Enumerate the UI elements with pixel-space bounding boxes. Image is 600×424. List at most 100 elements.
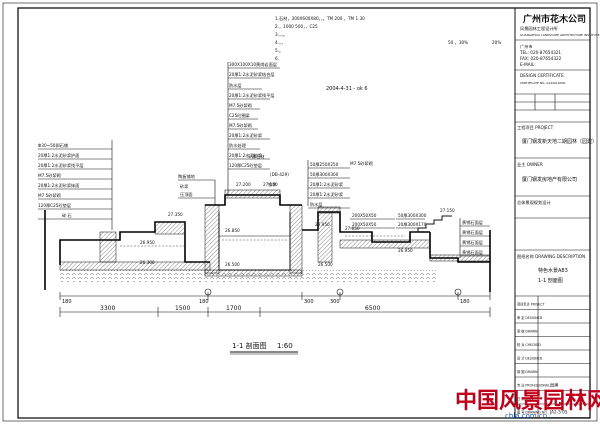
center-callouts: 300X100X10黄岗岩面层 20厚1:2水泥砂浆结合层 防水层 20厚1:2… [227,61,280,195]
svg-text:陶板铺地: 陶板铺地 [178,173,196,180]
dimension-line-top: 180 180 300 300 180 [59,292,491,305]
svg-text:3.，，。: 3.，，。 [275,32,287,38]
svg-text:1-1 剖面图: 1-1 剖面图 [232,341,267,350]
right-callouts: 50厚250X250 50厚300X300 20厚1:2水泥砂浆 20厚1:2水… [307,160,427,229]
svg-text:中国风景园林网: 中国风景园林网 [455,388,600,414]
svg-text:广州市: 广州市 [520,43,533,50]
svg-text:TEL: 020-87654321: TEL: 020-87654321 [519,50,561,55]
svg-text:M7.5砂浆砌: M7.5砂浆砌 [350,160,373,167]
svg-text:20厚300X170: 20厚300X170 [398,222,427,228]
svg-text:20厚1:2水泥砂浆找平层: 20厚1:2水泥砂浆找平层 [38,162,84,169]
owner-name: 厦门钢发房地产有限公司 [522,176,577,183]
svg-text:26.950: 26.950 [315,222,330,227]
revision-stamp: 2004-4-31 - ok 6 [326,86,368,92]
svg-text:27.050: 27.050 [345,226,360,231]
svg-text:200X50X50: 200X50X50 [352,213,377,218]
svg-text:CERTIFICATE NO. A244010000: CERTIFICATE NO. A244010000 [520,81,565,85]
title-block-row-value: JA2-5 05 [549,410,568,415]
company-name: 广州市花木公司 [523,13,586,25]
left-callouts: Φ30~50卵石铺 20厚1:2水泥砂浆护面 20厚1:2水泥砂浆找平层 M7.… [38,140,113,230]
svg-text:26.950: 26.950 [140,240,155,245]
title-block-row-label: 审 定 DESIGNED [517,315,543,320]
svg-text:黄锈石面层: 黄锈石面层 [462,239,483,246]
project-name: 厦门钢发新天地二期园林（园建） [522,138,597,145]
title-block-row-label: 制 图 DRAWN [517,369,538,374]
svg-text:27.200: 27.200 [236,182,251,187]
svg-text:20厚1:2水泥砂浆: 20厚1:2水泥砂浆 [310,181,344,188]
title-block-row-label: 项目负责 PROJECT [517,302,545,307]
svg-text:黄锈石面层: 黄锈石面层 [462,229,483,236]
svg-text:26.500: 26.500 [318,262,333,267]
svg-text:防水处理: 防水处理 [229,142,247,149]
svg-text:Φ30~50卵石铺: Φ30~50卵石铺 [38,142,68,149]
svg-text:1:60: 1:60 [277,342,293,350]
svg-text:GUANGZHOU LANDSCAPE ARCHITECTU: GUANGZHOU LANDSCAPE ARCHITECTURE INSTITU… [520,33,600,37]
title-block-row-label: 审 核 DRAWN [517,329,538,334]
svg-text:2.，1000 500，，C25: 2.，1000 500，，C25 [275,24,318,30]
svg-text:总体景观规划设计: 总体景观规划设计 [517,199,551,206]
title-block-row-label: 日 期 DATE [517,396,534,401]
svg-text:20厚1:2水泥砂浆: 20厚1:2水泥砂浆 [310,191,344,198]
svg-text:M7.5砂浆砌: M7.5砂浆砌 [38,172,61,179]
svg-text:5.。: 5.。 [275,48,283,53]
svg-text:FAX: 020-87654322: FAX: 020-87654322 [520,56,562,61]
svg-text:C25砼圈梁: C25砼圈梁 [229,112,251,119]
elevation-labels: 27.350 27.200 27.150 26.850 26.950 26.30… [140,182,455,267]
svg-text:27.350: 27.350 [168,212,183,217]
svg-text:26.950: 26.950 [398,248,413,253]
title-block-row-value: 园建 [550,382,559,389]
svg-text:4.，，: 4.，， [275,40,285,46]
svg-text:50厚300X300: 50厚300X300 [398,213,427,219]
svg-text:120厚C25砼垫层: 120厚C25砼垫层 [38,202,71,209]
title-block: 广州市花木公司 风景园林工程设计所 GUANGZHOU LANDSCAPE AR… [514,8,600,418]
svg-text:180: 180 [62,299,72,305]
svg-text:6.: 6. [275,56,279,61]
svg-text:180: 180 [460,299,470,305]
svg-text:6500: 6500 [365,305,380,312]
svg-text:防水层: 防水层 [229,82,242,89]
svg-text:26.500: 26.500 [225,262,240,267]
svg-text:DESIGN CERTIFICATE: DESIGN CERTIFICATE [520,73,564,78]
section-profile [44,189,491,296]
svg-text:200X50X50: 200X50X50 [352,222,377,227]
svg-text:风景园林工程设计所: 风景园林工程设计所 [520,25,558,32]
svg-text:砂浆: 砂浆 [180,183,189,190]
svg-text:E-MAIL:: E-MAIL: [520,62,536,67]
svg-text:20厚1:2水泥砂浆结合层: 20厚1:2水泥砂浆结合层 [229,71,275,78]
svg-text:300: 300 [304,299,314,305]
title-block-row-label: 设 计 DESIGNED [517,356,543,361]
svg-text:1500: 1500 [175,305,190,312]
svg-text:27.150: 27.150 [440,208,455,213]
svg-text:1.石材，300X600X80，，。TM 200 ，TM 1: 1.石材，300X600X80，，。TM 200 ，TM 1 30 [275,15,365,22]
svg-text:(DB-429): (DB-429) [270,172,289,177]
svg-text:黄锈石面层: 黄锈石面层 [462,219,483,226]
svg-text:图纸名称 DRAWING DESCRIPTION: 图纸名称 DRAWING DESCRIPTION [517,253,585,260]
svg-text:1700: 1700 [226,305,241,312]
svg-text:铁件: 铁件 [268,181,276,188]
svg-text:20厚1:2水泥砂浆找平层: 20厚1:2水泥砂浆找平层 [229,92,275,99]
svg-text:3 厚石材: 3 厚石材 [248,153,265,160]
svg-text:1-1 剖面图: 1-1 剖面图 [538,277,563,284]
watermark: 中国风景园林网 chla.com.cn [455,388,600,420]
svg-text:压顶面: 压顶面 [180,192,193,198]
svg-text:碎 石: 碎 石 [62,212,72,219]
drawing-name: 特色水景A83 [538,267,568,274]
svg-text:180: 180 [199,299,209,305]
drawing-frame [17,7,591,419]
small-callouts: 陶板铺地 砂浆 压顶面 (DB-429) 铁件 [178,172,289,205]
svg-text:3300: 3300 [100,305,115,312]
svg-text:业主 OWNER: 业主 OWNER [517,161,543,167]
svg-text:120厚C25砼垫层: 120厚C25砼垫层 [229,162,262,169]
title-block-row-label: 图 号 DRAWING NO. [517,410,548,415]
svg-text:20厚1:2水泥砂浆: 20厚1:2水泥砂浆 [229,132,263,139]
svg-text:50厚250X250: 50厚250X250 [310,162,339,168]
svg-text:20厚1:2水泥砂浆护面: 20厚1:2水泥砂浆护面 [38,152,79,159]
title-block-row-label: 校 对 CHECKED [517,342,541,347]
svg-text:20%: 20% [492,40,501,45]
svg-text:27.150: 27.150 [263,182,278,187]
svg-text:工程项目 PROJECT: 工程项目 PROJECT [517,124,554,131]
title-block-row-label: 专 业 PROFESSIONAL [517,383,550,388]
dimension-line-bottom: 3300 1500 1700 6500 [59,305,491,317]
svg-text:26.850: 26.850 [225,228,240,233]
